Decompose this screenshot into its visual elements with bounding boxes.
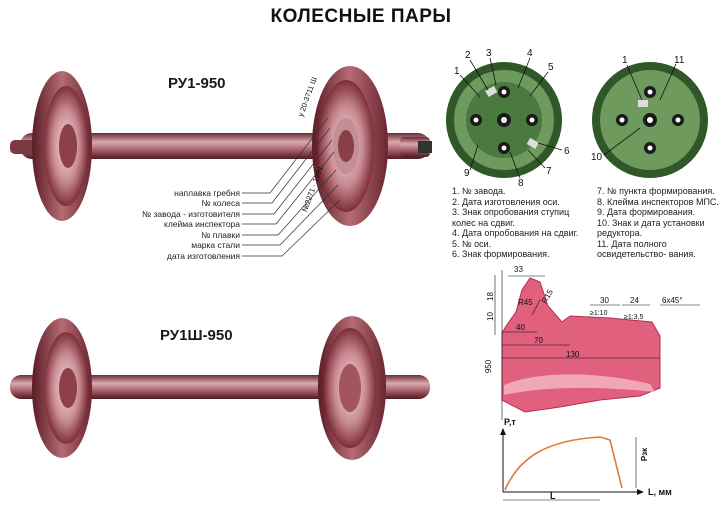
axle-label: дата изготовления bbox=[166, 251, 240, 261]
callout-number: 5 bbox=[548, 62, 554, 73]
callout-number: 6 bbox=[564, 146, 570, 157]
legend-item: 10. Знак и дата установки редуктора. bbox=[597, 217, 705, 239]
model-title-bottom: РУ1Ш-950 bbox=[160, 327, 233, 344]
axle-face-left bbox=[446, 62, 562, 178]
dim-label: 40 bbox=[516, 323, 525, 332]
dim-label: 33 bbox=[514, 265, 523, 274]
wheel-profile bbox=[494, 270, 700, 420]
legend-item: 11. Дата полного освидетельство- вания. bbox=[597, 238, 696, 260]
legend-item: 5. № оси. bbox=[452, 238, 492, 249]
load-curve bbox=[504, 436, 623, 491]
dim-label: ≥1:10 bbox=[590, 310, 608, 317]
dim-label: 130 bbox=[566, 350, 580, 359]
axle-leaders bbox=[242, 117, 341, 257]
model-title-top: РУ1-950 bbox=[168, 75, 226, 92]
dim-label: 6x45° bbox=[662, 296, 683, 305]
axle-label: № колеса bbox=[201, 198, 241, 208]
axle-label: № завода - изготовителя bbox=[142, 209, 240, 219]
axle-face-right bbox=[592, 62, 708, 178]
dim-label: ≥1:3,5 bbox=[624, 314, 644, 321]
callout-number: 3 bbox=[486, 48, 492, 59]
callout-number: 9 bbox=[464, 168, 470, 179]
graph-xlabel: L, мм bbox=[648, 487, 672, 497]
legend-item: 6. Знак формирования. bbox=[452, 249, 550, 259]
dim-label: 10 bbox=[485, 312, 495, 321]
axle-label: марка стали bbox=[191, 240, 240, 250]
axle-label: № плавки bbox=[201, 230, 240, 240]
dim-label: 18 bbox=[485, 292, 495, 301]
load-graph bbox=[500, 428, 644, 501]
legend-left: 1. № завода. 2. Дата изготовления оси. 3… bbox=[452, 186, 594, 260]
callout-number: 1 bbox=[454, 66, 460, 77]
axle-label: клейма инспектора bbox=[164, 219, 240, 229]
legend-item: 9. Дата формирования. bbox=[597, 207, 696, 217]
legend-item: 1. № завода. bbox=[452, 186, 506, 196]
dim-label: 950 bbox=[484, 359, 494, 374]
dim-label: 24 bbox=[630, 296, 639, 305]
graph-height-label: Pзк bbox=[640, 447, 650, 462]
face-right-leaders bbox=[603, 63, 677, 156]
callout-number: 10 bbox=[591, 152, 603, 163]
callout-number: 4 bbox=[527, 48, 533, 59]
dim-label: 70 bbox=[534, 336, 543, 345]
legend-item: 8. Клейма инспекторов МПС. bbox=[597, 196, 719, 207]
page-title: КОЛЕСНЫЕ ПАРЫ bbox=[270, 6, 452, 27]
face-left-leaders bbox=[459, 57, 563, 179]
graph-ylabel: P,т bbox=[504, 417, 516, 427]
axle-label: наплавка гребня bbox=[174, 188, 240, 198]
callout-number: 11 bbox=[674, 55, 685, 66]
legend-item: 3. Знак опробования ступиц колес на сдви… bbox=[452, 207, 570, 228]
callout-number: 8 bbox=[518, 178, 524, 189]
graph-span-label: L bbox=[550, 491, 556, 501]
legend-right: 7. № пункта формирования. 8. Клейма инсп… bbox=[597, 186, 719, 260]
legend-item: 4. Дата опробования на сдвиг. bbox=[452, 228, 579, 238]
legend-item: 7. № пункта формирования. bbox=[597, 186, 715, 196]
callout-number: 7 bbox=[546, 166, 552, 177]
wheelset-top bbox=[10, 66, 432, 226]
callout-number: 2 bbox=[465, 50, 471, 61]
dim-label: R45 bbox=[518, 298, 533, 307]
wheelset-bottom bbox=[10, 316, 430, 460]
dim-label: 30 bbox=[600, 296, 609, 305]
callout-number: 1 bbox=[622, 55, 628, 66]
legend-item: 2. Дата изготовления оси. bbox=[452, 196, 560, 207]
